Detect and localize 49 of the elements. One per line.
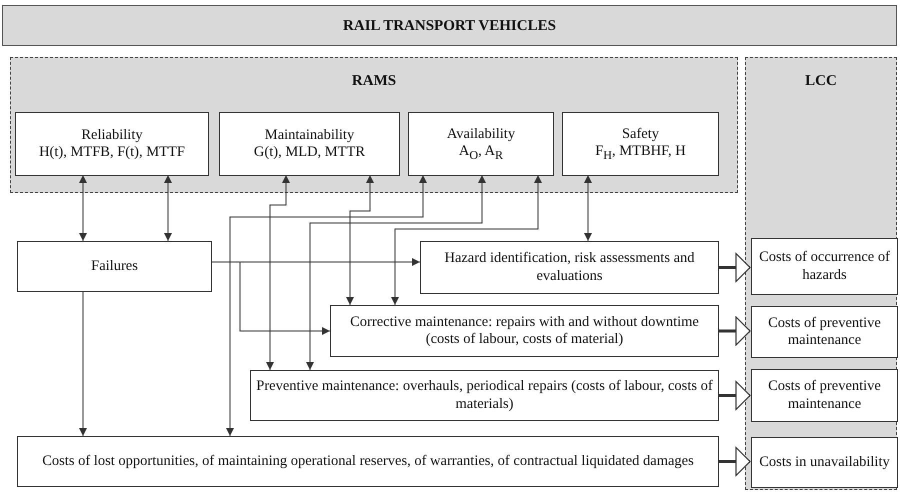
- process-box: [219, 112, 400, 176]
- arrow: [346, 174, 374, 306]
- block-arrow: [719, 380, 751, 410]
- box-label: F$_{H}$, MTBHF, H: [594, 143, 687, 162]
- group-title: RAMS: [350, 72, 398, 90]
- box-label: Failures: [90, 258, 139, 276]
- block-arrow: [719, 446, 751, 476]
- process-box: [562, 112, 719, 176]
- block-arrow: [719, 316, 751, 346]
- group-panel: [745, 57, 897, 490]
- box-label: Availability: [446, 126, 516, 143]
- process-box: [420, 241, 719, 294]
- box-label: Safety: [620, 126, 660, 143]
- box-label: Costs in unavailability: [758, 454, 891, 472]
- header-title: RAIL TRANSPORT VEHICLES: [342, 16, 557, 34]
- box-label: Costs of preventive maintenance: [767, 314, 882, 350]
- box-label: Costs of lost opportunities, of maintaining operational reserves, of warranties, of contractual liquidated damages: [41, 452, 695, 470]
- box-label: Costs of occurrence of hazards: [758, 249, 891, 284]
- process-box: [17, 436, 719, 487]
- process-box: [751, 306, 898, 358]
- arrow: [164, 174, 172, 242]
- process-box: [15, 112, 209, 176]
- arrow: [266, 174, 290, 370]
- group-panel: [10, 57, 738, 193]
- arrow: [226, 174, 427, 436]
- process-box: [250, 370, 719, 421]
- group-title: LCC: [804, 72, 838, 90]
- process-box: [751, 238, 898, 295]
- arrow: [79, 174, 87, 242]
- process-box: [330, 305, 719, 357]
- process-box: [17, 241, 212, 292]
- box-label: Preventive maintenance: overhauls, periodical repairs (costs of labour, costs of materials): [255, 378, 714, 413]
- arrow: [391, 174, 542, 306]
- process-box: [408, 112, 554, 176]
- arrow: [306, 174, 486, 370]
- arrow: [79, 292, 87, 436]
- header-bar: [2, 5, 897, 46]
- box-label: Hazard identification, risk assessments and evaluations: [443, 250, 696, 285]
- arrow: [584, 174, 592, 242]
- box-label: Maintainability: [264, 126, 356, 144]
- box-label: Reliability: [80, 126, 144, 144]
- box-label: G(t), MLD, MTTR: [252, 144, 366, 162]
- box-label: Costs of preventive maintenance: [767, 378, 882, 413]
- process-box: [751, 369, 898, 422]
- box-label: Corrective maintenance: repairs with and without downtime (costs of labour, costs of material): [349, 314, 700, 348]
- box-label: H(t), MTFB, F(t), MTTF: [38, 144, 186, 162]
- arrow: [212, 262, 330, 335]
- process-box: [751, 437, 898, 488]
- box-label: A$_{O}$, A$_{R}$: [458, 143, 504, 162]
